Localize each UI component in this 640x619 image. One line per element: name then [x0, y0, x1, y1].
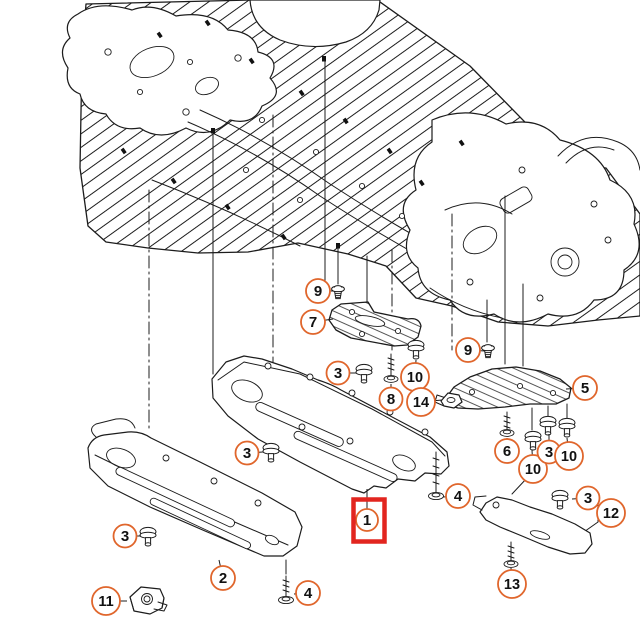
- callout-10c-label: 10: [561, 449, 577, 465]
- callout-6[interactable]: 6: [494, 438, 520, 464]
- callout-4a[interactable]: 4: [442, 483, 471, 509]
- screw-4b: [278, 575, 294, 605]
- screw-4a: [428, 451, 444, 501]
- panel-5-shape: [434, 366, 572, 410]
- callout-3d-label: 3: [121, 528, 129, 545]
- callout-12-label: 12: [603, 506, 619, 522]
- callout-13[interactable]: 13: [497, 567, 527, 599]
- callout-2-label: 2: [219, 570, 227, 587]
- part-14-shape: [440, 392, 463, 409]
- highlight-box: [351, 497, 387, 544]
- callout-11[interactable]: 11: [91, 586, 127, 616]
- callout-1[interactable]: 1: [355, 489, 379, 532]
- callout-9a[interactable]: 9: [305, 278, 333, 304]
- connector-lines: [148, 59, 599, 575]
- screw-13: [503, 541, 519, 568]
- screw-8: [383, 353, 399, 383]
- callout-10b-label: 10: [525, 462, 541, 478]
- callout-9b[interactable]: 9: [455, 337, 486, 363]
- panel-12-shape: [472, 495, 593, 555]
- callout-10a-label: 10: [407, 370, 423, 386]
- callout-3d[interactable]: 3: [112, 523, 142, 549]
- callout-3c[interactable]: 3: [234, 440, 264, 466]
- panel-2-shape: [87, 418, 303, 557]
- callout-12[interactable]: 12: [596, 498, 626, 528]
- screw-6: [499, 411, 515, 437]
- callout-14-label: 14: [413, 395, 429, 411]
- callout-5-label: 5: [581, 380, 589, 397]
- panel-7-shape: [328, 301, 422, 347]
- callout-3b-label: 3: [545, 444, 553, 461]
- callout-3e[interactable]: 3: [571, 485, 601, 511]
- callout-3e-label: 3: [584, 490, 592, 507]
- panel-1-shape: [211, 355, 450, 494]
- callout-7-label: 7: [309, 314, 317, 331]
- callout-4b-label: 4: [304, 585, 313, 602]
- callout-4a-label: 4: [454, 488, 463, 505]
- callout-14[interactable]: 14: [406, 387, 443, 417]
- callout-3c-label: 3: [243, 445, 251, 462]
- callout-2[interactable]: 2: [210, 559, 236, 591]
- callout-11-label: 11: [98, 594, 113, 610]
- car-underbody-illustration: [61, 0, 640, 327]
- callout-5[interactable]: 5: [565, 375, 598, 401]
- callout-4b[interactable]: 4: [293, 580, 321, 606]
- part-11-cage-nut: [129, 586, 168, 615]
- callout-3a-label: 3: [334, 365, 342, 382]
- callout-10c[interactable]: 10: [554, 437, 584, 471]
- callout-10b[interactable]: 10: [518, 449, 548, 484]
- callout-13-label: 13: [504, 577, 520, 593]
- callout-7[interactable]: 7: [300, 309, 334, 335]
- callout-9b-label: 9: [464, 342, 472, 359]
- callout-8[interactable]: 8: [378, 384, 404, 412]
- callout-1-label: 1: [363, 512, 371, 529]
- fasteners: [139, 285, 576, 605]
- callout-6-label: 6: [503, 443, 511, 460]
- callout-8-label: 8: [387, 391, 395, 408]
- callout-9a-label: 9: [314, 283, 322, 300]
- callout-3a[interactable]: 3: [325, 360, 357, 386]
- callout-10a[interactable]: 10: [400, 359, 430, 392]
